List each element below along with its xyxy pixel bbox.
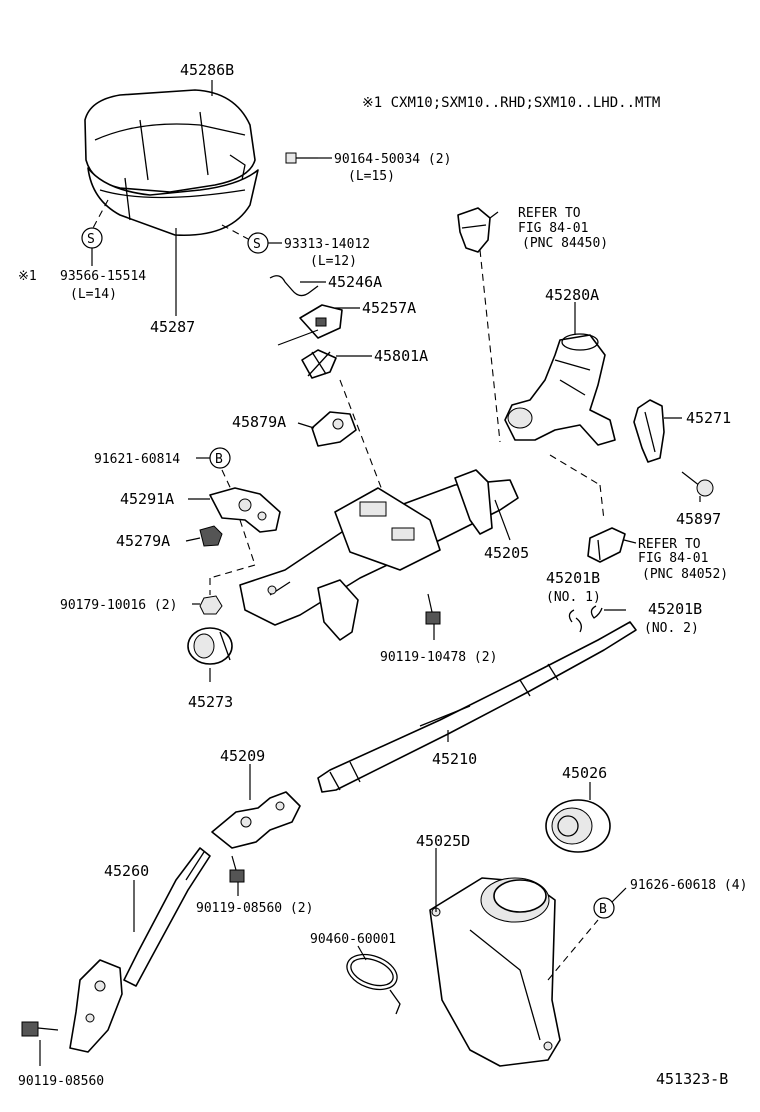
label-45897: 45897: [676, 510, 721, 528]
label-90119b: 90119-08560 (2): [196, 901, 313, 916]
label-45271: 45271: [686, 409, 731, 427]
label-45246A: 45246A: [328, 273, 382, 291]
symbol-b-lower-text: B: [599, 902, 607, 917]
label-90179: 90179-10016 (2): [60, 598, 177, 613]
intermediate-shaft-45260-icon: [69, 847, 211, 1053]
symbol-b-upper: [209, 447, 231, 469]
symbol-b-lower: [593, 897, 615, 919]
spring-45246A-icon: [269, 275, 319, 297]
label-90119c: 90119-08560: [18, 1074, 104, 1089]
symbol-s-left-text: S: [87, 232, 95, 247]
bushing-45273-icon: [187, 627, 233, 665]
clip-45801A-icon: [301, 349, 337, 379]
clamp-90460-icon: [346, 953, 401, 1015]
column-cover-upper-part: [84, 89, 256, 193]
label-45257A: 45257A: [362, 299, 416, 317]
lock-cylinder-ref-icon: [457, 207, 491, 253]
label-45260: 45260: [104, 862, 149, 880]
label-45201B-no2: 45201B: [648, 600, 702, 618]
figure-number: 451323-B: [656, 1070, 728, 1088]
dust-boot-45025D-icon: [429, 877, 561, 1067]
label-90460: 90460-60001: [310, 932, 396, 947]
refer-note-2-line2: FIG 84-01: [638, 551, 708, 566]
switch-ref-icon: [587, 527, 626, 563]
screw-90164-icon: [285, 152, 318, 164]
snap-ring-no1-icon: [568, 609, 582, 633]
label-90164: 90164-50034 (2): [334, 152, 451, 167]
note-mark: ※1: [18, 269, 37, 284]
label-45025D: 45025D: [416, 832, 470, 850]
label-45801A: 45801A: [374, 347, 428, 365]
switch-45257A-icon: [277, 304, 343, 346]
bracket-45291A-icon: [209, 487, 281, 533]
column-tube-45205-icon: [239, 469, 519, 641]
symbol-s-right-text: S: [253, 237, 261, 252]
bolt-90119a-icon: [425, 593, 441, 625]
bracket-45879A-icon: [311, 411, 357, 447]
seal-45026-icon: [545, 799, 611, 853]
bracket-45271-icon: [633, 399, 665, 463]
label-45210: 45210: [432, 750, 477, 768]
label-45026: 45026: [562, 764, 607, 782]
label-45205: 45205: [484, 544, 529, 562]
bolt-45897-icon: [681, 471, 714, 497]
label-91621: 91621-60814: [94, 452, 180, 467]
label-45201B-no1: 45201B: [546, 569, 600, 587]
refer-note-1-line2: FIG 84-01: [518, 221, 588, 236]
label-45287: 45287: [150, 318, 195, 336]
label-45279A: 45279A: [116, 532, 170, 550]
label-45291A: 45291A: [120, 490, 174, 508]
label-93313-length: (L=12): [310, 254, 357, 269]
label-45273: 45273: [188, 693, 233, 711]
label-45280A: 45280A: [545, 286, 599, 304]
refer-note-2-line3: (PNC 84052): [642, 567, 728, 582]
label-93566: 93566-15514: [60, 269, 146, 284]
symbol-b-upper-text: B: [215, 452, 223, 467]
bolt-90119c-icon: [21, 1021, 59, 1037]
label-90164-length: (L=15): [348, 169, 395, 184]
universal-joint-45209-icon: [211, 791, 301, 849]
refer-note-1-line3: (PNC 84450): [522, 236, 608, 251]
label-45209: 45209: [220, 747, 265, 765]
bolt-90119b-icon: [229, 855, 245, 883]
label-93566-length: (L=14): [70, 287, 117, 302]
main-shaft-45210-icon: [317, 621, 637, 793]
label-45286B: 45286B: [180, 61, 234, 79]
clip-45279A-icon: [199, 525, 223, 547]
column-cover-lower-part: [87, 167, 259, 237]
snap-ring-no2-icon: [590, 605, 603, 619]
refer-note-2-line1: REFER TO: [638, 537, 701, 552]
housing-45280A-icon: [504, 333, 616, 446]
refer-note-1-line1: REFER TO: [518, 206, 581, 221]
nut-90179-icon: [199, 595, 223, 615]
label-93313: 93313-14012: [284, 237, 370, 252]
label-45201B-no1-sub: (NO. 1): [546, 590, 601, 605]
label-45879A: 45879A: [232, 413, 286, 431]
note-header: ※1 CXM10;SXM10..RHD;SXM10..LHD..MTM: [362, 95, 660, 111]
label-45201B-no2-sub: (NO. 2): [644, 621, 699, 636]
label-90119a: 90119-10478 (2): [380, 650, 497, 665]
label-91626: 91626-60618 (4): [630, 878, 747, 893]
